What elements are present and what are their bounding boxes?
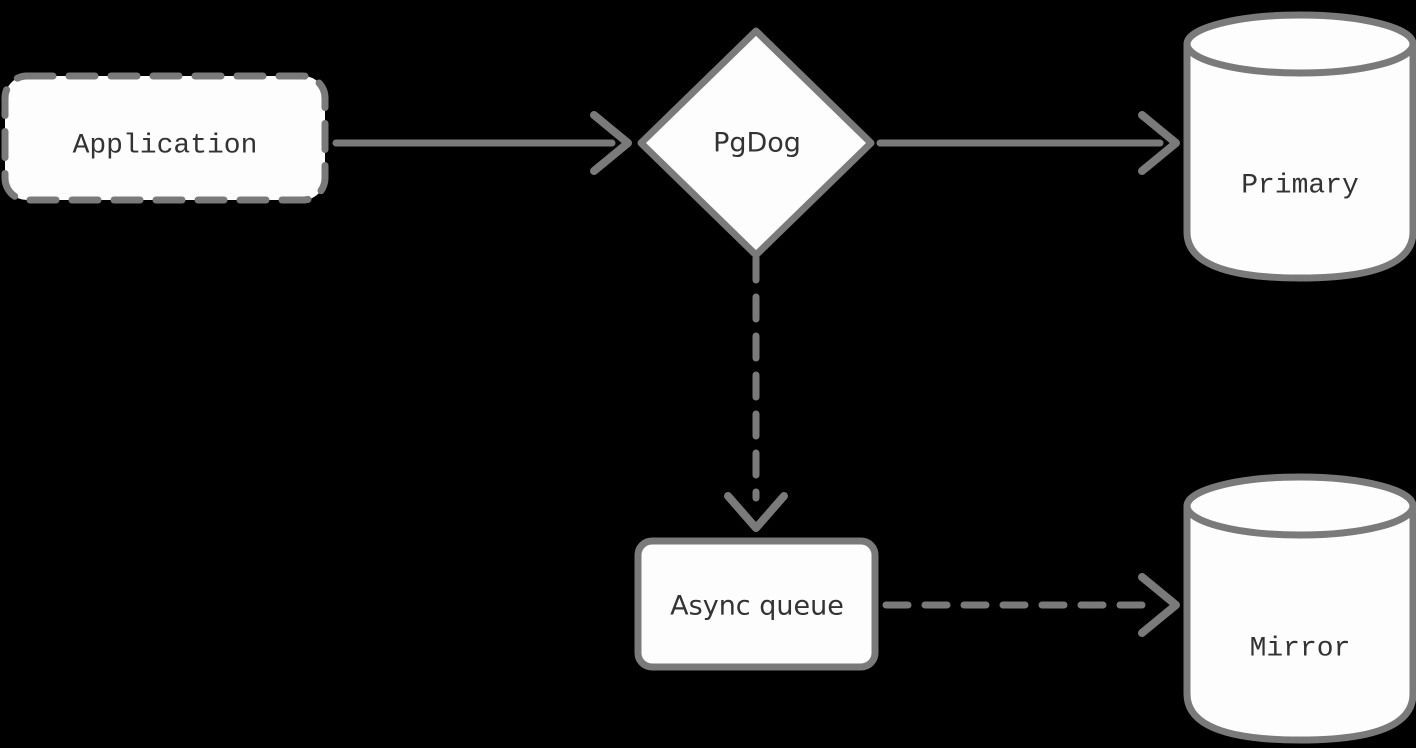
- node-primary-top-ellipse: [1183, 11, 1416, 77]
- edge-pgdog-to-async-queue-arrowhead: [724, 492, 788, 532]
- edge-application-to-pgdog: [332, 111, 632, 175]
- node-application-label: Application: [73, 130, 258, 161]
- node-async-queue-label: Async queue: [670, 591, 844, 622]
- node-async-queue[interactable]: Async queue: [634, 537, 879, 671]
- node-application-shape[interactable]: [1, 72, 329, 204]
- edge-pgdog-to-async-queue: [724, 254, 788, 532]
- node-primary[interactable]: Primary: [1183, 11, 1416, 282]
- edge-async-queue-to-mirror-arrowhead: [1138, 573, 1180, 637]
- node-application[interactable]: Application: [1, 72, 329, 204]
- edge-pgdog-to-primary: [876, 111, 1180, 175]
- edge-async-queue-to-mirror: [882, 573, 1180, 637]
- edge-pgdog-to-primary-arrowhead: [1138, 111, 1180, 175]
- node-pgdog-shape[interactable]: [637, 27, 875, 259]
- node-primary-body[interactable]: [1183, 40, 1416, 282]
- node-mirror-label: Mirror: [1250, 633, 1351, 664]
- node-async-queue-shape[interactable]: [634, 537, 879, 671]
- edge-application-to-pgdog-arrowhead: [590, 111, 632, 175]
- node-mirror[interactable]: Mirror: [1183, 473, 1416, 744]
- node-mirror-body[interactable]: [1183, 502, 1416, 744]
- node-primary-label: Primary: [1241, 170, 1359, 201]
- node-mirror-top-ellipse: [1183, 473, 1416, 539]
- node-pgdog-label: PgDog: [713, 128, 801, 159]
- node-pgdog[interactable]: PgDog: [637, 27, 875, 259]
